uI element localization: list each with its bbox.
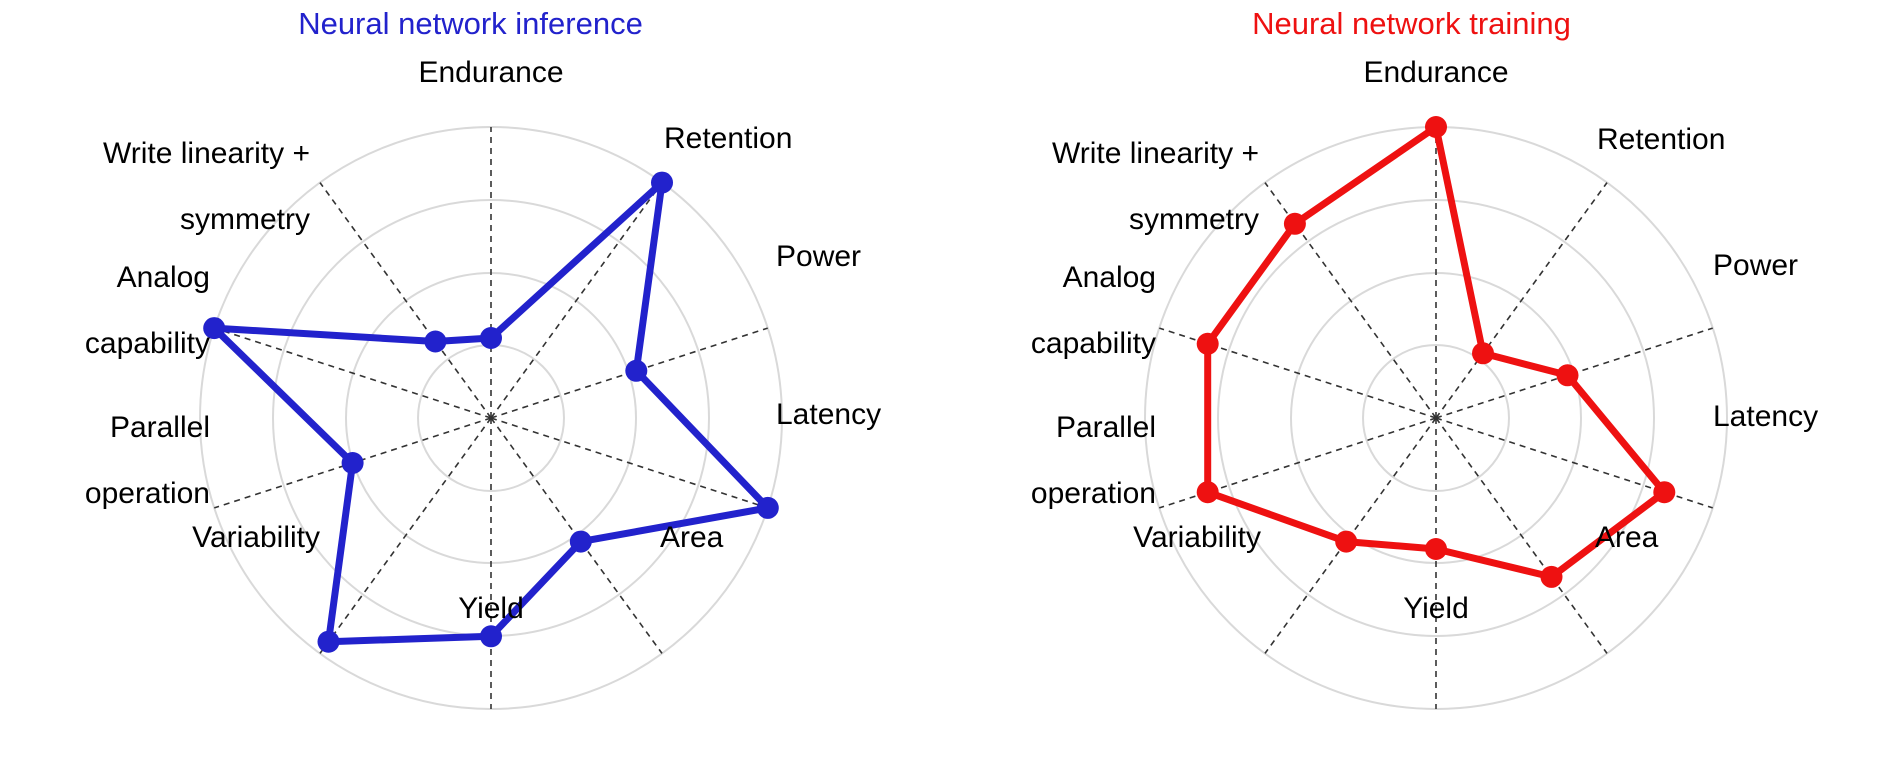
grid-ring-3 [1217,199,1655,637]
data-point-analog-capability [203,317,226,340]
axis-label-write-linearity-line2: symmetry [180,203,310,236]
data-point-latency [1653,481,1676,504]
data-point-retention [1472,342,1494,365]
axis-label-write-linearity-line1: Write linearity + [1051,137,1259,170]
axis-label-parallel-operation: Parallel operation [951,378,1156,543]
radar-svg-training [1144,116,1728,710]
series-markers-training [1196,116,1676,588]
data-point-endurance [480,327,502,349]
data-point-variability [317,630,340,653]
data-point-write-linearity-symmetry [1283,212,1306,235]
axis-label-write-linearity-line1: Write linearity + [102,137,310,170]
axis-label-analog-capability-line2: capability [1030,327,1156,360]
axis-label-latency: Latency [1713,400,1819,433]
radar-svg-inference [199,126,783,710]
axis-label-analog-capability: Analog capability [10,228,210,393]
axis-label-analog-capability-line1: Analog [1062,261,1156,294]
axis-label-yield: Yield [458,592,524,625]
data-point-area [569,530,592,553]
series-markers-inference [203,171,779,653]
axis-spoke-analog-capability [214,327,492,419]
axis-label-parallel-operation: Parallel operation [10,378,210,543]
data-point-retention [651,171,673,194]
axis-label-parallel-operation-line1: Parallel [109,411,210,444]
axis-label-area: Area [660,521,724,554]
chart-title-training: Neural network training [1252,6,1571,41]
data-point-yield [1425,538,1447,560]
axis-label-write-linearity: Write linearity + symmetry [941,104,1259,269]
axis-spoke-variability [319,417,492,654]
data-point-parallel-operation [341,452,364,474]
axis-label-analog-capability: Analog capability [951,228,1156,393]
data-point-endurance [1425,116,1447,138]
data-point-latency [756,496,779,519]
axis-label-variability: Variability [192,521,320,554]
panel-training: Neural network training [941,0,1882,775]
axis-label-retention: Retention [664,122,793,155]
panel-inference: Neural network inference [0,6,881,710]
axis-spoke-area [1435,417,1608,654]
data-point-power [625,359,648,382]
axis-label-area: Area [1595,521,1659,554]
axis-spoke-write-linearity [319,182,492,419]
grid-ring-1 [1362,344,1510,492]
data-point-analog-capability [1196,332,1219,355]
axis-spoke-latency [490,417,768,509]
axis-label-variability: Variability [1133,521,1261,554]
axis-label-latency: Latency [776,398,882,431]
axis-label-power: Power [776,240,862,273]
axis-label-parallel-operation-line2: operation [1030,477,1156,510]
axis-label-yield: Yield [1403,592,1469,625]
data-point-area [1540,565,1563,588]
data-point-power [1556,364,1579,387]
axis-label-analog-capability-line2: capability [84,327,210,360]
data-point-parallel-operation [1196,481,1219,504]
data-point-write-linearity-symmetry [424,330,447,353]
data-point-yield [480,625,502,648]
axis-label-write-linearity: Write linearity + symmetry [0,104,310,269]
chart-title-inference: Neural network inference [298,6,643,41]
axis-label-endurance: Endurance [418,56,564,89]
axis-label-endurance: Endurance [1363,56,1509,89]
axis-spoke-retention [1435,182,1608,419]
data-point-variability [1335,530,1358,553]
axis-label-power: Power [1713,249,1799,282]
axis-label-retention: Retention [1597,123,1726,156]
axis-label-parallel-operation-line1: Parallel [1055,411,1156,444]
axis-label-analog-capability-line1: Analog [116,261,210,294]
axis-label-parallel-operation-line2: operation [84,477,210,510]
axis-spoke-retention [490,182,663,419]
axis-label-write-linearity-line2: symmetry [1129,203,1259,236]
